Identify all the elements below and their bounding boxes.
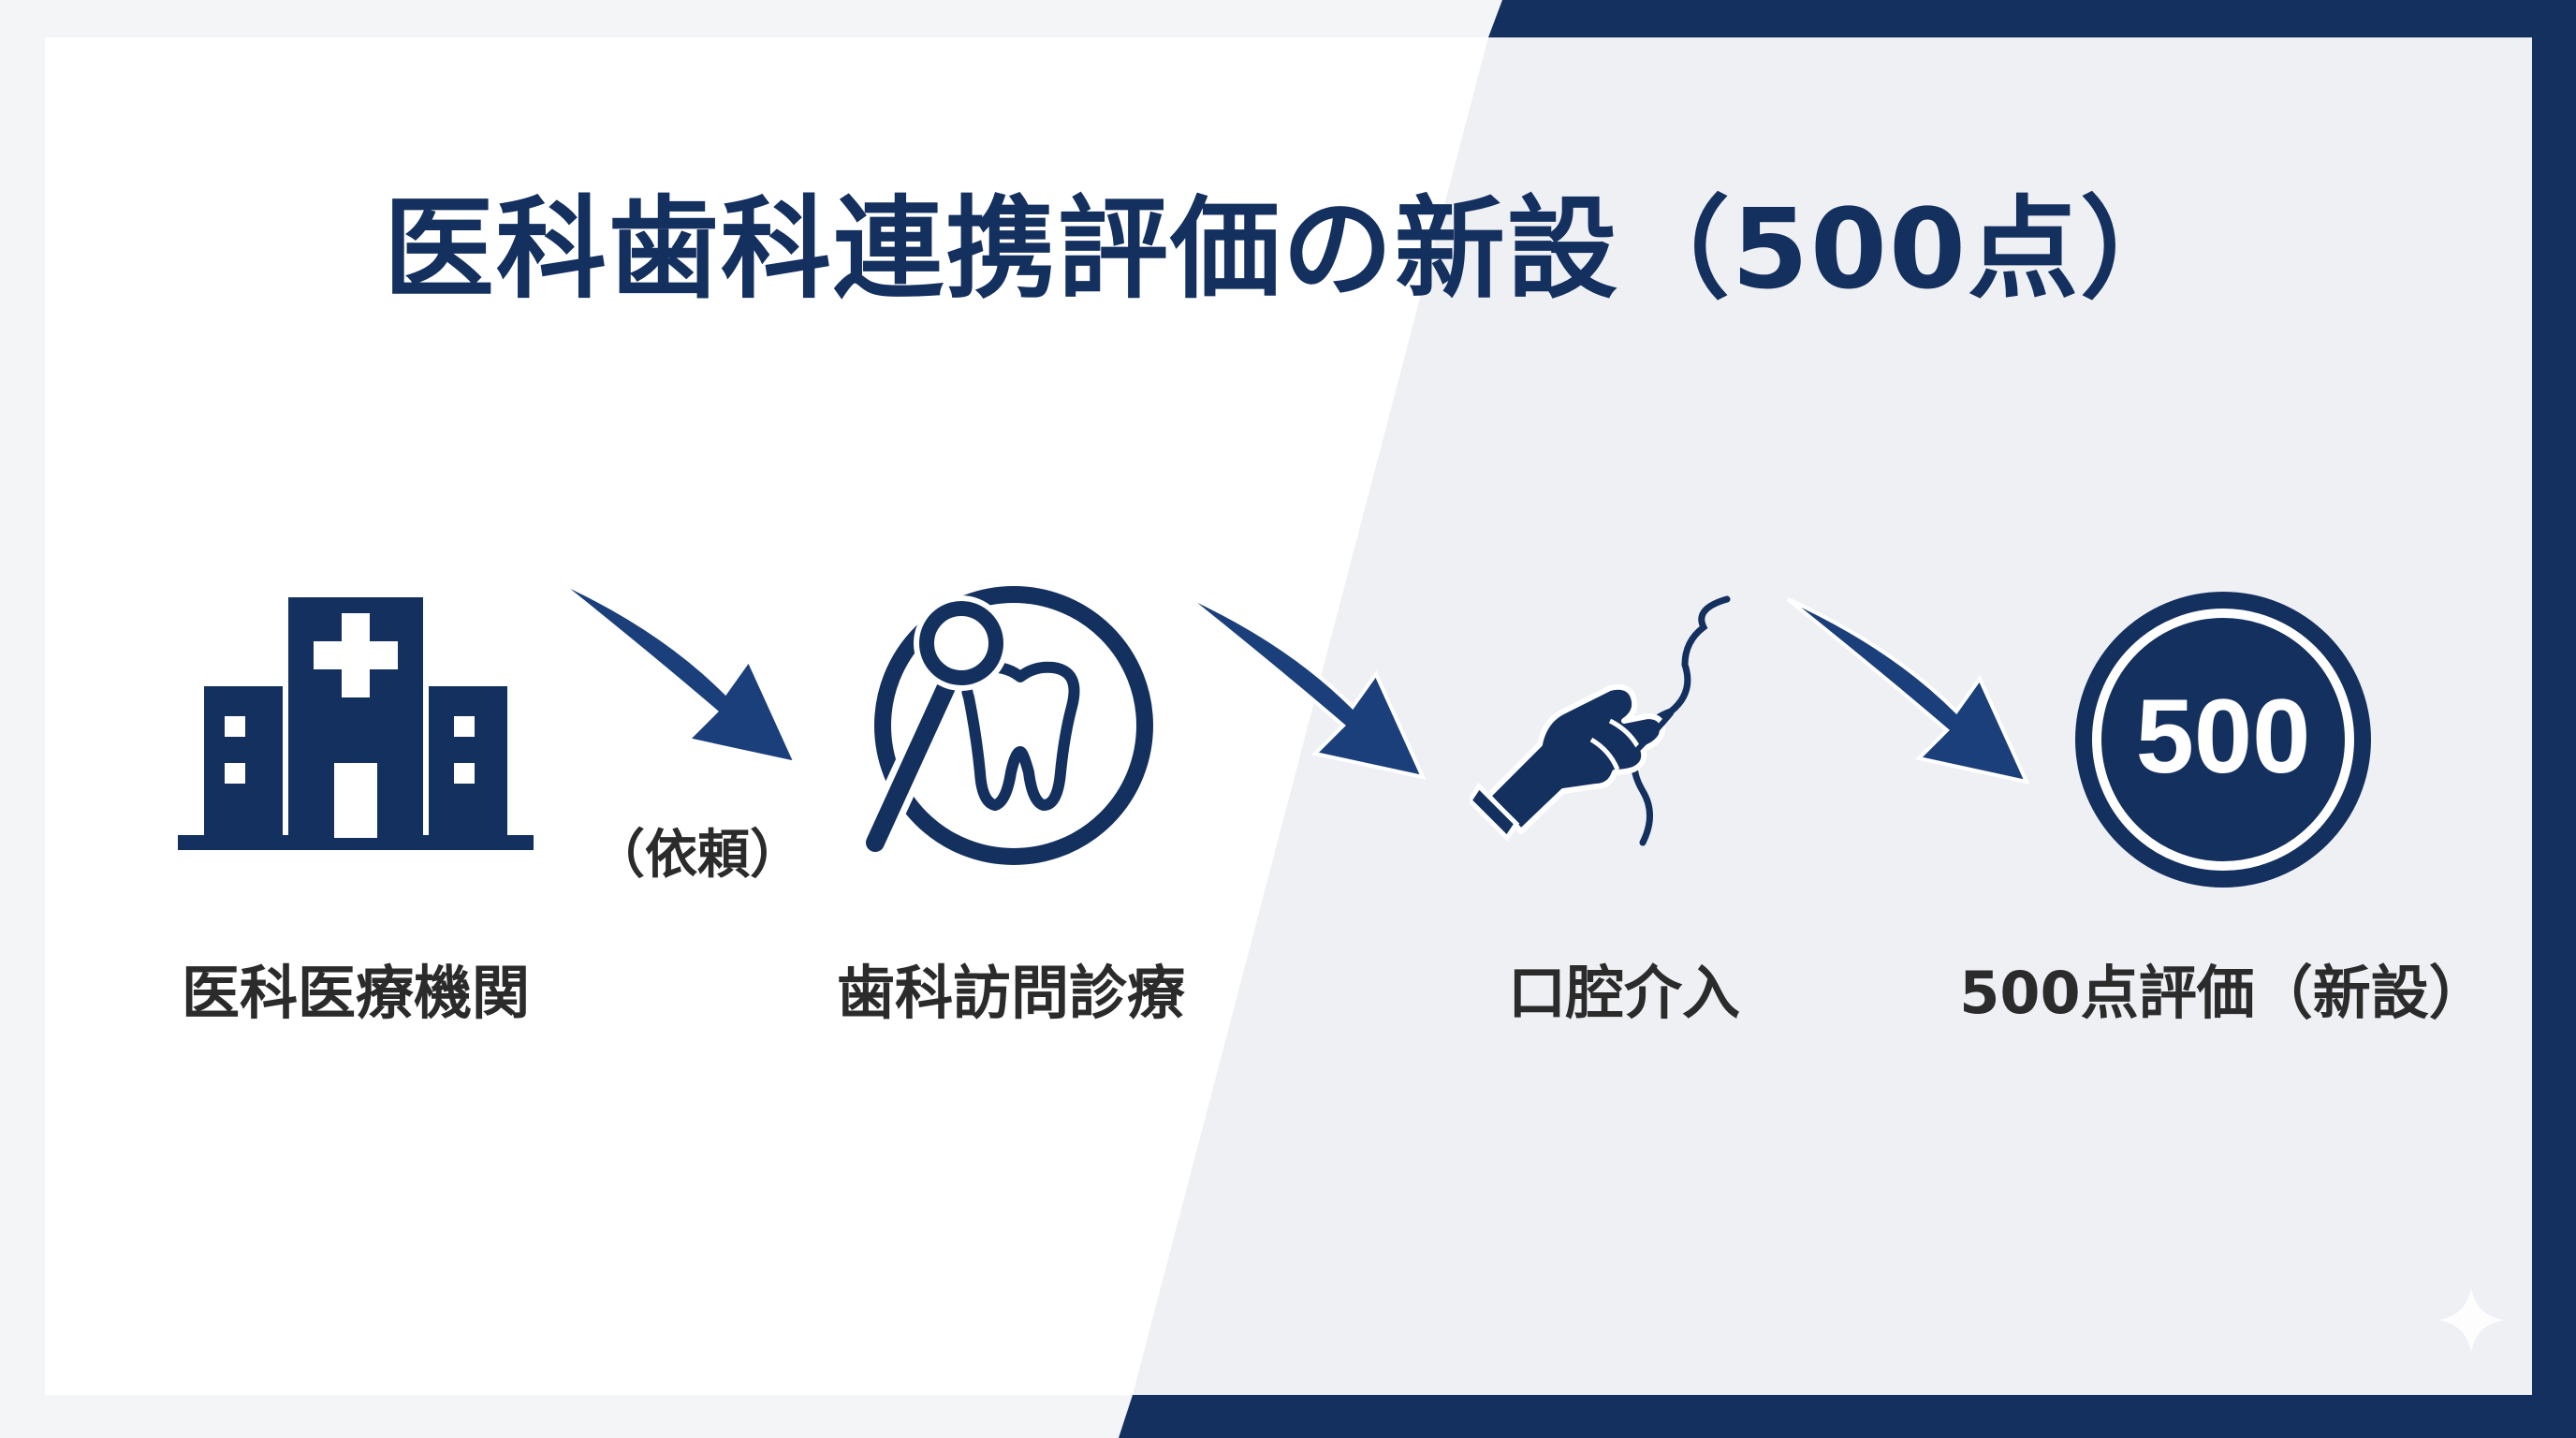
step-label-500-points-new: 500点評価（新設） — [1959, 959, 2487, 1027]
tooth-with-mirror-icon — [859, 586, 1153, 865]
badge-value: 500 — [2136, 678, 2311, 795]
hospital-icon — [178, 592, 534, 850]
step-label-oral-intervention: 口腔介入 — [1507, 959, 1740, 1027]
step-label-medical-institution: 医科医療機関 — [181, 959, 530, 1027]
score-badge-icon: 500 — [2075, 592, 2371, 888]
arrow-right-down-icon — [1182, 593, 1427, 780]
arrow-label-request: （依頼） — [593, 825, 802, 886]
arrow-right-down-icon — [555, 579, 799, 766]
arrow-right-down-icon — [1786, 597, 2030, 785]
sparkle-icon — [2438, 1287, 2504, 1353]
gray-panel — [1133, 37, 2532, 1395]
page-title: 医科歯科連携評価の新設（500点） — [383, 184, 2193, 314]
step-label-home-dental-care: 歯科訪問診療 — [836, 959, 1185, 1027]
gloved-hand-floss-icon — [1470, 595, 1731, 846]
